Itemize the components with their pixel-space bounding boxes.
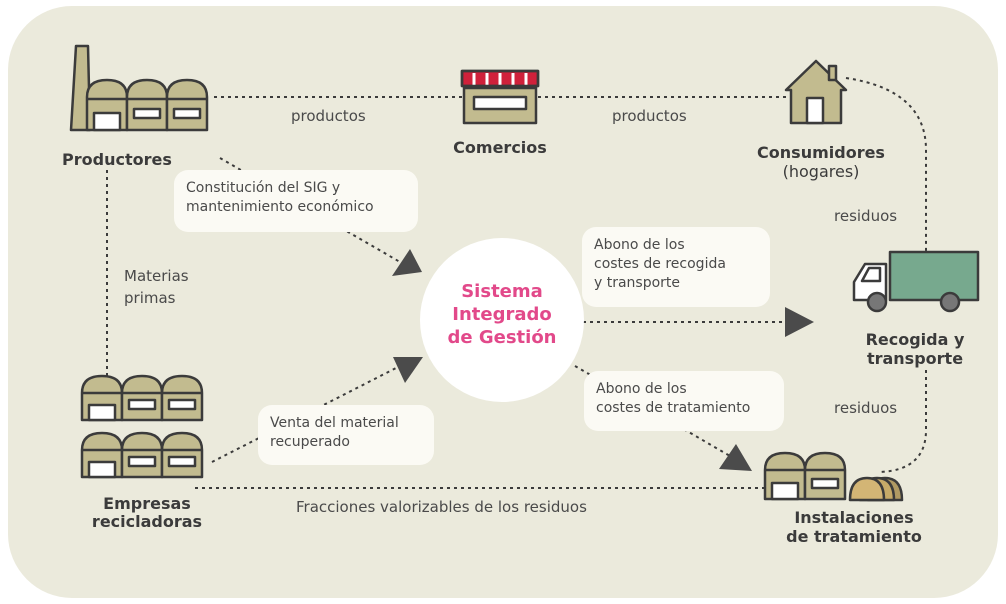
consumidores-sublabel: (hogares)	[782, 162, 860, 181]
sistema-line1: Sistema	[461, 281, 543, 302]
line-recogida-instalaciones	[879, 370, 927, 473]
label-productos-left: productos	[291, 107, 366, 125]
instalaciones-label-line1: Instalaciones	[794, 508, 914, 527]
label-productos-right: productos	[612, 107, 687, 125]
sistema-line2: Integrado	[452, 304, 552, 325]
instalaciones-label-line2: de tratamiento	[786, 527, 922, 546]
recogida-label-line2: transporte	[866, 349, 964, 368]
house-icon	[784, 59, 848, 125]
truck-icon	[852, 250, 980, 313]
box-constitucion-line2: mantenimiento económico	[186, 199, 374, 215]
empresas-label-line1: Empresas	[103, 494, 191, 513]
arrow-to-sig-top	[392, 249, 422, 276]
factory-icon	[69, 44, 209, 132]
box-constitucion-line1: Constitución del SIG y	[186, 180, 341, 196]
arrowheads	[392, 249, 814, 471]
label-materias-line1: Materias	[124, 267, 189, 285]
productores-label: Productores	[62, 150, 172, 169]
box-abono-tratamiento: Abono de los costes de tratamiento	[584, 371, 784, 431]
recycling-plant-icon	[80, 374, 204, 479]
box-abono-recogida-line1: Abono de los	[594, 237, 685, 253]
label-residuos-top: residuos	[834, 207, 898, 225]
arrow-to-sig-bottom	[393, 357, 423, 383]
box-venta: Venta del material recuperado	[258, 405, 434, 465]
sistema-line3: de Gestión	[447, 327, 557, 348]
box-abono-tratamiento-line2: costes de tratamiento	[596, 400, 751, 416]
shop-icon	[460, 69, 540, 125]
box-abono-recogida: Abono de los costes de recogida y transp…	[582, 227, 770, 307]
arrow-to-instalaciones	[719, 444, 752, 471]
label-residuos-bottom: residuos	[834, 399, 898, 417]
treatment-plant-icon	[763, 451, 904, 502]
box-venta-line1: Venta del material	[270, 415, 399, 431]
box-venta-line2: recuperado	[270, 434, 350, 450]
line-consumidores-recogida	[845, 77, 927, 262]
recogida-label-line1: Recogida y	[865, 330, 965, 349]
empresas-label-line2: recicladoras	[91, 512, 203, 531]
label-materias-line2: primas	[124, 289, 176, 307]
box-abono-recogida-line2: costes de recogida	[594, 256, 726, 272]
consumidores-label: Consumidores	[757, 143, 885, 162]
box-abono-recogida-line3: y transporte	[594, 275, 681, 291]
arrow-to-recogida	[785, 307, 814, 337]
comercios-label: Comercios	[453, 138, 547, 157]
label-fracciones: Fracciones valorizables de los residuos	[296, 498, 587, 516]
box-constitucion: Constitución del SIG y mantenimiento eco…	[174, 170, 418, 232]
box-abono-tratamiento-line1: Abono de los	[596, 381, 687, 397]
sistema-circle	[420, 238, 584, 402]
sistema-integrado-title: Sistema Integrado de Gestión	[427, 280, 577, 349]
